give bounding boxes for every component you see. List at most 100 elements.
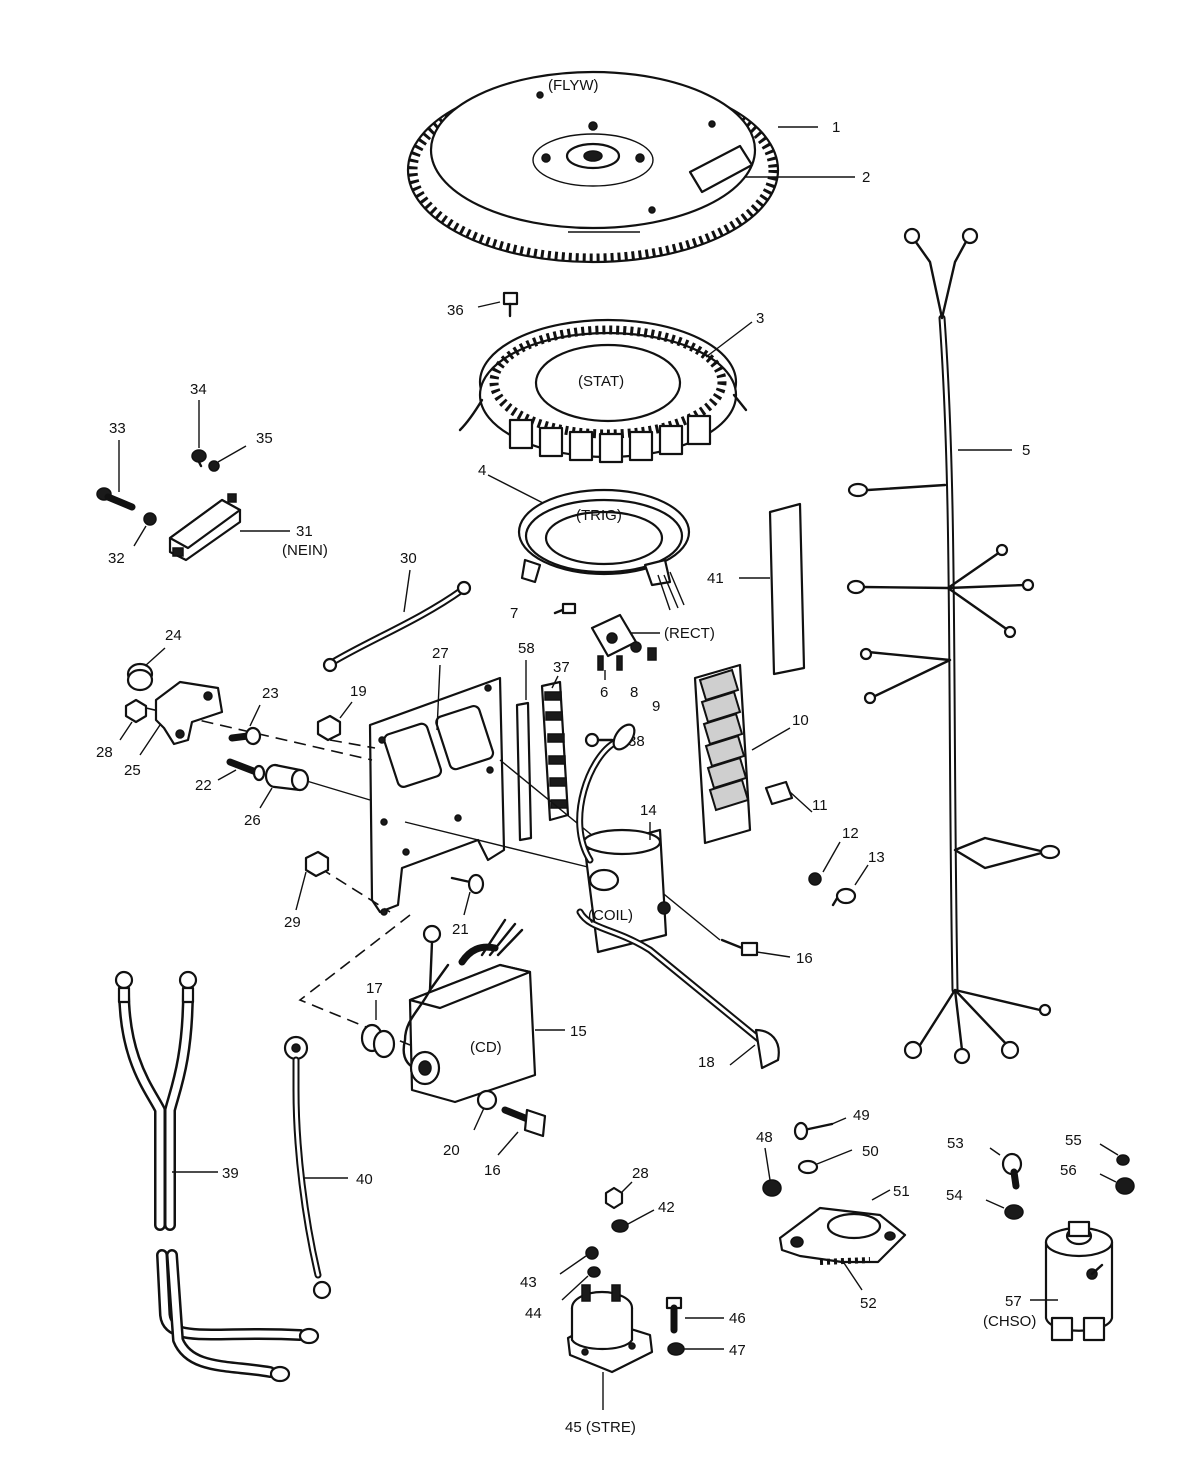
washer-8 <box>630 641 642 653</box>
nut-55 <box>1116 1154 1130 1166</box>
callout-22: 22 <box>195 777 212 794</box>
screw-22 <box>226 758 266 782</box>
callout-58: 58 <box>518 640 535 657</box>
coil-label: (COIL) <box>588 907 633 924</box>
callout-37: 37 <box>553 659 570 676</box>
terminal-strip-37 <box>540 680 570 822</box>
trigger-label: (TRIG) <box>576 507 622 524</box>
nein-label: (NEIN) <box>282 542 328 559</box>
nut-29 <box>304 850 330 878</box>
callout-53: 53 <box>947 1135 964 1152</box>
callout-14: 14 <box>640 802 657 819</box>
callout-43: 43 <box>520 1274 537 1291</box>
wire-harness <box>846 227 1061 1065</box>
washer-44 <box>587 1266 601 1278</box>
regulator <box>778 1206 907 1265</box>
callout-46: 46 <box>729 1310 746 1327</box>
callout-51: 51 <box>893 1183 910 1200</box>
callout-3: 3 <box>756 310 764 327</box>
callout-30: 30 <box>400 550 417 567</box>
nut-43 <box>585 1246 599 1260</box>
callout-27: 27 <box>432 645 449 662</box>
callout-24: 24 <box>165 627 182 644</box>
callout-29: 29 <box>284 914 301 931</box>
callout-36: 36 <box>447 302 464 319</box>
grommet-17 <box>360 1023 396 1059</box>
callout-28b: 28 <box>632 1165 649 1182</box>
screw-16-lower <box>501 1106 547 1138</box>
screw-49 <box>793 1121 834 1141</box>
choke-solenoid <box>1044 1220 1114 1342</box>
callout-49: 49 <box>853 1107 870 1124</box>
screw-23 <box>228 726 262 746</box>
callout-7: 7 <box>510 605 518 622</box>
callout-9: 9 <box>652 698 660 715</box>
terminal-block-10 <box>693 663 752 845</box>
callout-21: 21 <box>452 921 469 938</box>
rectifier <box>590 613 638 671</box>
screw-16-upper <box>720 938 759 957</box>
callout-13: 13 <box>868 849 885 866</box>
callout-10: 10 <box>792 712 809 729</box>
trigger <box>517 488 691 611</box>
relay-label: 45 (STRE) <box>565 1419 636 1436</box>
mounting-plate <box>368 676 506 916</box>
washer-35 <box>208 460 220 472</box>
callout-52: 52 <box>860 1295 877 1312</box>
screw-9 <box>647 647 657 661</box>
bracket-25 <box>154 680 224 746</box>
screw-46 <box>665 1296 683 1334</box>
callout-33: 33 <box>109 420 126 437</box>
callout-47: 47 <box>729 1342 746 1359</box>
cable-40 <box>283 1035 332 1300</box>
cable-30 <box>322 580 472 673</box>
nut-28-lower <box>604 1186 624 1210</box>
callout-11: 11 <box>812 797 828 814</box>
flywheel <box>406 70 780 264</box>
y-cable-39 <box>114 970 320 1383</box>
callout-8: 8 <box>630 684 638 701</box>
callout-25: 25 <box>124 762 141 779</box>
callout-40: 40 <box>356 1171 373 1188</box>
screw-33 <box>96 487 136 511</box>
callout-19: 19 <box>350 683 367 700</box>
strip-58 <box>515 701 533 842</box>
washer-20 <box>476 1089 498 1111</box>
callout-50: 50 <box>862 1143 879 1160</box>
washer-54 <box>1004 1204 1024 1220</box>
flywheel-label: (FLYW) <box>548 77 599 94</box>
nut-56 <box>1115 1177 1135 1195</box>
choke-solenoid-label: (CHSO) <box>983 1313 1036 1330</box>
callout-15: 15 <box>570 1023 587 1040</box>
nein-module <box>168 493 242 562</box>
nut-48 <box>762 1179 782 1197</box>
callout-55: 55 <box>1065 1132 1082 1149</box>
screw-53 <box>1001 1152 1023 1190</box>
callout-54: 54 <box>946 1187 963 1204</box>
washer-47 <box>667 1342 685 1356</box>
nut-12 <box>808 872 822 886</box>
callout-4: 4 <box>478 462 486 479</box>
callout-28a: 28 <box>96 744 113 761</box>
callout-26: 26 <box>244 812 261 829</box>
strip-41 <box>768 502 806 676</box>
callout-41: 41 <box>707 570 724 587</box>
rectifier-label: (RECT) <box>664 625 715 642</box>
callout-44: 44 <box>525 1305 542 1322</box>
callout-32: 32 <box>108 550 125 567</box>
callout-42: 42 <box>658 1199 675 1216</box>
washer-50 <box>797 1159 819 1175</box>
spacer-24 <box>126 662 154 692</box>
stator-label: (STAT) <box>578 373 624 390</box>
callout-16a: 16 <box>796 950 813 967</box>
nut-32 <box>143 512 157 526</box>
callout-48: 48 <box>756 1129 773 1146</box>
callout-57: 57 <box>1005 1293 1022 1310</box>
starter-relay <box>566 1284 654 1374</box>
callout-2: 2 <box>862 169 870 186</box>
washer-42 <box>611 1219 629 1233</box>
clip-11 <box>764 780 794 806</box>
screw-13 <box>831 887 857 907</box>
callout-17: 17 <box>366 980 383 997</box>
